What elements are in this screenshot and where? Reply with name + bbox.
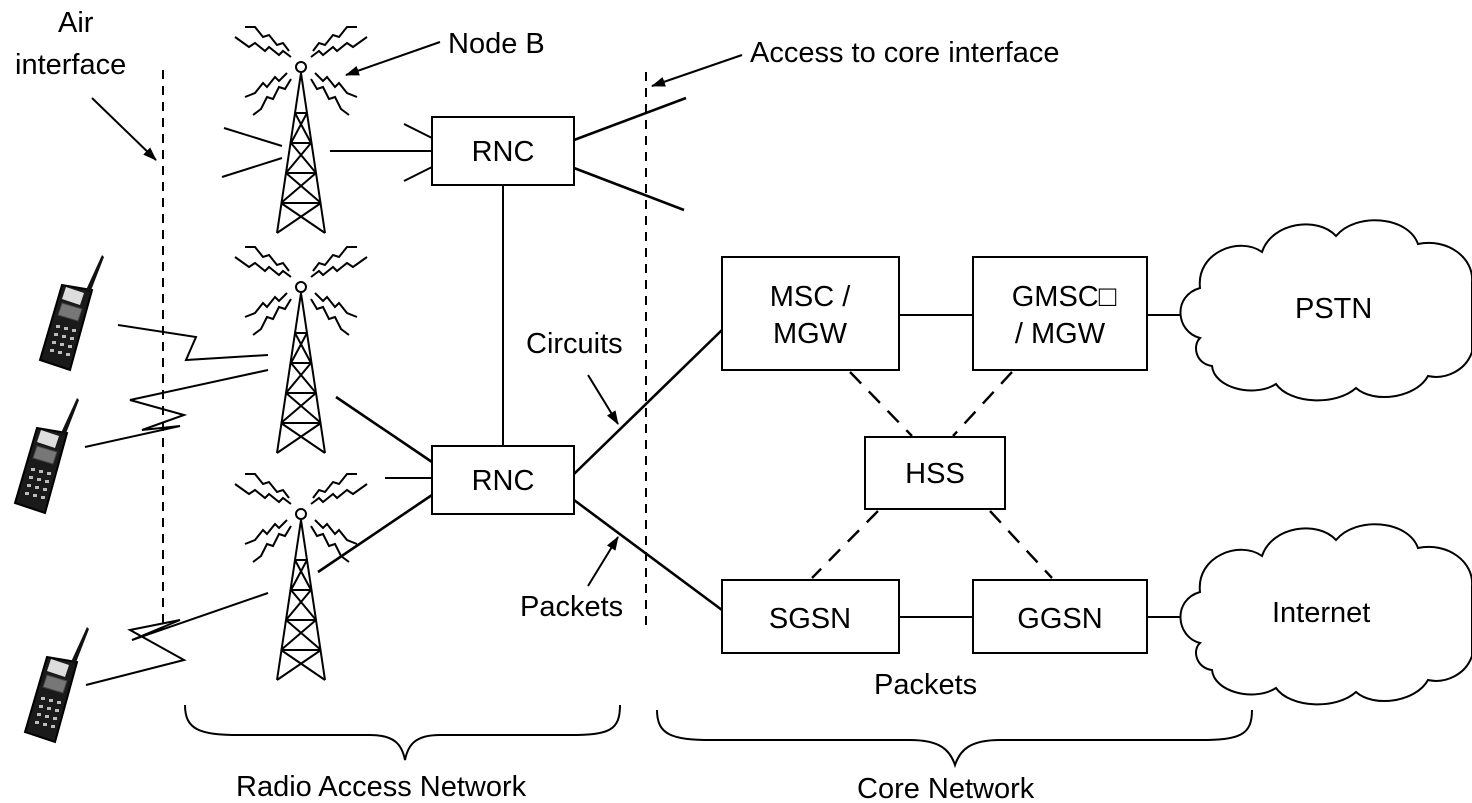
pstn-cloud [1179,219,1472,402]
internet-cloud [1179,523,1472,706]
air-interface-arrow [91,97,157,161]
msc-mgw-box [721,256,900,371]
node-b-tower-2 [234,246,368,454]
rnc-top-stub-a [403,123,433,139]
access-core-label: Access to core interface [750,37,1059,69]
radio-link-2 [84,369,269,448]
radio-link-1 [117,324,269,362]
dash-hss-ggsn [989,510,1053,579]
core-network-brace [656,709,1253,769]
node-b-tower-3 [234,473,368,681]
link-packets [573,498,723,612]
radio-access-network-label: Radio Access Network [236,771,527,803]
circuits-label: Circuits [526,328,623,360]
tower1-stub-b [221,157,283,178]
rnc-bottom-label: RNC [472,465,535,497]
phone-1 [39,254,105,371]
hss-box [864,436,1006,510]
circuits-arrow [587,374,619,425]
link-tower2-rnc-bottom [335,395,433,464]
radio-access-network-brace [184,704,621,761]
dash-hss-sgsn [811,510,879,579]
access-core-arrow [651,54,743,87]
phone-2 [14,397,80,514]
pstn-label: PSTN [1295,293,1372,325]
rnc-top-label: RNC [472,136,535,168]
sgsn-box [721,579,900,654]
radio-link-3 [85,592,269,686]
core-network-label: Core Network [857,773,1035,803]
rnc-bottom-box [431,445,575,515]
node-b-label: Node B [448,28,545,60]
tower1-stub-a [223,127,283,147]
packets-arrow [587,536,619,587]
hss-label: HSS [905,458,965,490]
link-circuits [573,329,723,475]
ggsn-label: GGSN [1017,603,1102,635]
air-interface-label-line1: Air [58,7,94,39]
gmsc-mgw-label-line1: GMSC□ [1012,281,1117,313]
sgsn-label: SGSN [769,603,851,635]
node-b-tower-1 [234,26,368,234]
ggsn-box [972,579,1148,654]
msc-mgw-label-line2: MGW [773,318,848,350]
rnc-top-stub-b [403,166,433,182]
msc-mgw-label-line1: MSC / [770,281,852,313]
node-b-arrow [345,41,441,76]
dash-msc-hss [849,371,913,437]
packets-left-label: Packets [520,591,623,623]
gmsc-mgw-label-line2: / MGW [1015,318,1106,350]
packets-bottom-label: Packets [874,669,977,701]
air-interface-label-line2: interface [15,49,126,81]
link-rnc-top-core-a [573,96,687,142]
link-tower3-rnc-bottom [317,493,433,574]
phone-3 [24,626,90,743]
link-rnc-top-core-b [573,166,685,212]
dash-gmsc-hss [952,371,1013,437]
internet-label: Internet [1272,597,1370,629]
gmsc-mgw-box [972,256,1148,371]
